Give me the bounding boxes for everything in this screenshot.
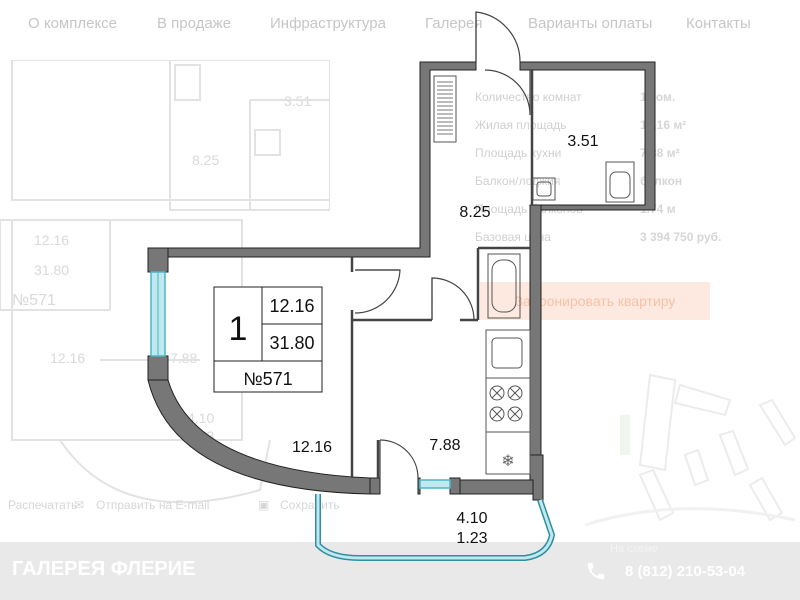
- kitchen-fixtures: [485, 329, 531, 475]
- doors: [354, 11, 531, 479]
- email-icon: ✉: [74, 498, 85, 512]
- bg-label-living: 12.16: [34, 232, 70, 248]
- nav-item-infrastructure[interactable]: Инфраструктура: [270, 15, 386, 32]
- bg-label-total: 31.80: [34, 262, 70, 278]
- summary-living-area: 12.16: [269, 296, 314, 316]
- nav-item-contacts[interactable]: Контакты: [686, 15, 751, 32]
- print-link[interactable]: Распечатать: [8, 498, 78, 512]
- windows: [150, 271, 451, 489]
- bg-label-balcony-total: 4.10: [187, 410, 215, 426]
- nav-item-gallery[interactable]: Галерея: [425, 15, 483, 32]
- bg-label-number: №571: [12, 292, 56, 309]
- room-label-balcony-total: 4.10: [456, 510, 487, 527]
- nav-item-for-sale[interactable]: В продаже: [157, 15, 232, 32]
- footer-brand: ГАЛЕРЕЯ ФЛЕРИЕ: [12, 558, 196, 580]
- summary-total-area: 31.80: [269, 333, 314, 353]
- summary-apartment-number: №571: [243, 369, 292, 389]
- map-caption: На схеме: [610, 543, 658, 555]
- location-map: [584, 373, 797, 527]
- save-icon: ▣: [258, 498, 270, 512]
- save-link[interactable]: Сохранить: [280, 498, 340, 512]
- info-label-living: Жилая площадь: [475, 118, 567, 132]
- room-label-balcony-area: 1.23: [456, 530, 487, 547]
- summary-room-count: 1: [229, 310, 248, 348]
- info-label-kitchen: Площадь кухни: [475, 146, 562, 160]
- room-label-kitchen: 7.88: [429, 437, 460, 454]
- background-plan: [0, 60, 330, 504]
- room-label-bathroom: 3.51: [567, 133, 598, 150]
- nav-item-payment[interactable]: Варианты оплаты: [528, 15, 653, 32]
- footer-phone[interactable]: 8 (812) 210-53-04: [625, 563, 746, 580]
- info-label-rooms: Количество комнат: [475, 90, 582, 104]
- balcony-railing: [315, 494, 556, 561]
- bg-label-kitchen: 7.88: [170, 350, 198, 366]
- book-apartment-button[interactable]: Забронировать квартиру: [480, 282, 710, 320]
- room-label-living: 12.16: [292, 439, 332, 456]
- bathroom-fixtures: [433, 75, 635, 319]
- apartment-summary-box: [213, 286, 323, 393]
- bg-label-room: 12.16: [50, 350, 86, 366]
- fridge-icon: ❄: [501, 453, 514, 470]
- top-nav: О комплексе В продаже Инфраструктура Гал…: [0, 0, 800, 50]
- phone-icon: [587, 562, 605, 580]
- interior-walls: [350, 70, 534, 478]
- email-link[interactable]: Отправить на E-mail: [96, 498, 210, 512]
- room-label-hall: 8.25: [459, 204, 490, 221]
- info-value-price: 3 394 750 руб.: [640, 230, 722, 244]
- footer-bar: [0, 542, 800, 600]
- exterior-walls: [147, 61, 656, 501]
- nav-item-about[interactable]: О комплексе: [28, 15, 118, 32]
- bg-label-hall: 8.25: [192, 152, 220, 168]
